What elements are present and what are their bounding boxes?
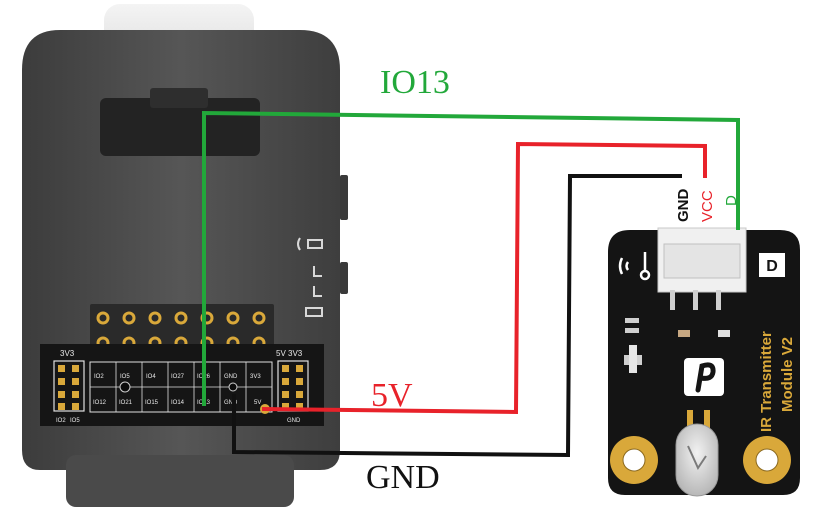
right-bottom-label: GND (287, 418, 301, 424)
pin-label-gnd-module: GND (675, 189, 692, 223)
wire-ground (232, 174, 682, 458)
left-bottom-label-2: IO5 (70, 418, 80, 424)
wire-signal (202, 110, 740, 406)
pin-label-io21: IO21 (119, 400, 133, 406)
pin-label-io15: IO15 (145, 400, 159, 406)
controller-board: 3V3 IO2 IO5 5V 3V3 GND (22, 4, 348, 507)
right-header-label: 5V 3V3 (276, 349, 303, 358)
board-slot-latch (150, 88, 208, 108)
board-side-icons (297, 237, 323, 317)
label-signal: IO13 (380, 64, 450, 101)
pin-label-io2: IO2 (94, 374, 104, 380)
pin-label-io4: IO4 (146, 374, 156, 380)
pin-label-io5: IO5 (120, 374, 130, 380)
type-badge (759, 253, 785, 277)
wire-power (261, 141, 707, 415)
left-bottom-label-1: IO2 (56, 418, 66, 424)
ir-module-connector (657, 227, 747, 310)
label-ground: GND (366, 459, 440, 496)
mount-hole-left (119, 381, 131, 393)
pin-label-io12: IO12 (93, 400, 107, 406)
pin-label-5v: 5V (254, 400, 261, 406)
pin-label-gnd-top: GND (224, 374, 238, 380)
pin-label-io27: IO27 (171, 374, 185, 380)
mount-hole-right (228, 382, 238, 392)
board-bottom-tab (66, 455, 294, 507)
board-side-button-bottom (340, 262, 348, 294)
pin-label-3v3: 3V3 (250, 374, 261, 380)
ir-led (675, 410, 719, 497)
left-3v3-header: 3V3 IO2 IO5 (53, 349, 85, 424)
module-title-line2: Module V2 (779, 337, 796, 412)
pin-label-io14: IO14 (171, 400, 185, 406)
module-title-line1: IR Transmitter (758, 331, 775, 432)
left-header-label: 3V3 (60, 349, 75, 358)
board-side-button-top (340, 175, 348, 220)
ir-symbol-icon (618, 252, 651, 281)
right-5v-header: 5V 3V3 GND (276, 349, 309, 424)
ir-module-components (624, 318, 730, 373)
pin-label-vcc-module: VCC (699, 190, 716, 222)
pin-label-data-module: D (723, 195, 740, 206)
wires (202, 110, 740, 458)
label-power: 5V (371, 377, 413, 414)
type-badge-letter: D (766, 258, 778, 275)
brand-logo-mark (695, 362, 716, 393)
ir-module: D IR Tra (608, 189, 800, 497)
pin-label-gnd-bottom: GND (224, 400, 238, 406)
